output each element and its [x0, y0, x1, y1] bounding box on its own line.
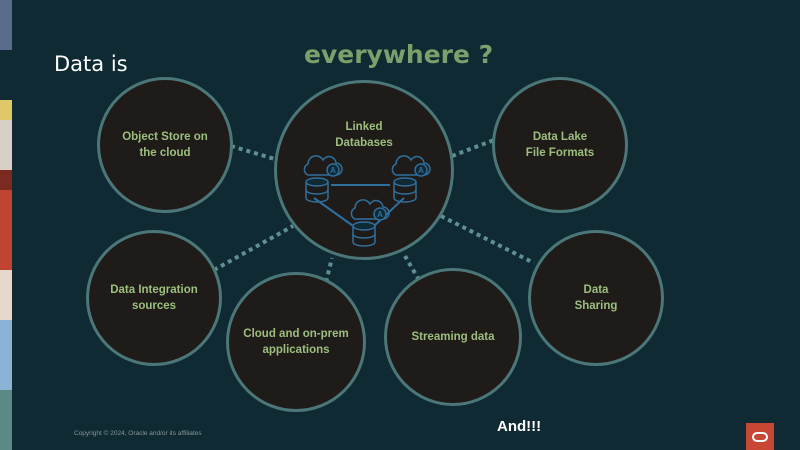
svg-text:A: A [418, 166, 424, 175]
connector-streaming [403, 254, 421, 282]
node-label: Streaming data [411, 331, 495, 343]
decor-stripe [0, 0, 12, 50]
node-data-integration: Data Integration sources [86, 230, 222, 366]
decor-stripe [0, 270, 12, 320]
database-cloud-icon: A A A [303, 155, 431, 247]
connector-data-sharing [440, 214, 535, 265]
decor-stripe [0, 320, 12, 390]
connector-object-store [230, 144, 279, 162]
node-label: Object Store on the cloud [122, 131, 208, 159]
decor-stripe [0, 120, 12, 170]
node-label: Data Integration sources [110, 284, 198, 312]
footer-tagline: And!!! [497, 418, 542, 435]
node-label: Data Sharing [574, 284, 618, 312]
decor-stripe [0, 170, 12, 190]
page-title: everywhere ? [304, 40, 494, 69]
decor-stripe [0, 100, 12, 120]
node-streaming: Streaming data [384, 268, 522, 406]
copyright-text: Copyright © 2024, Oracle and/or its affi… [74, 430, 202, 437]
connector-data-integration [213, 224, 294, 272]
decor-stripe [0, 190, 12, 270]
title-prefix: Data is [54, 52, 128, 76]
node-data-lake: Data Lake File Formats [492, 77, 628, 213]
node-label: Data Lake File Formats [525, 131, 595, 159]
node-object-store: Object Store on the cloud [97, 77, 233, 213]
node-data-sharing: Data Sharing [528, 230, 664, 366]
connector-data-lake [451, 138, 495, 158]
decor-stripe [0, 390, 12, 450]
svg-text:A: A [330, 166, 336, 175]
node-label: Cloud and on-prem applications [243, 328, 349, 356]
svg-text:A: A [377, 210, 383, 219]
node-label: Linked Databases [335, 121, 393, 149]
oracle-logo-icon [746, 423, 774, 450]
node-cloud-apps: Cloud and on-prem applications [226, 272, 366, 412]
